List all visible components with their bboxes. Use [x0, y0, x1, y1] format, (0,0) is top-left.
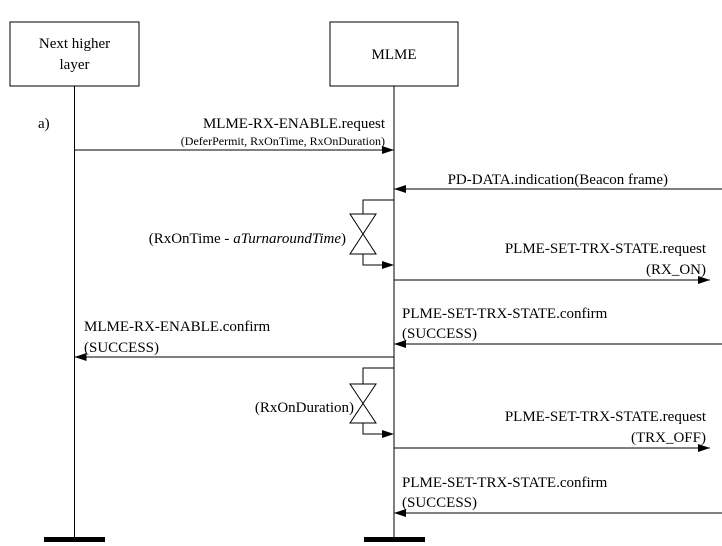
- rx-enable-request-params: (DeferPermit, RxOnTime, RxOnDuration): [181, 134, 385, 148]
- step-marker: a): [38, 116, 50, 132]
- rx-enable-confirm-message: MLME-RX-ENABLE.confirm (SUCCESS): [74, 319, 394, 361]
- plme-set-confirm-1-label: PLME-SET-TRX-STATE.confirm: [402, 306, 608, 322]
- timer1-label: (RxOnTime - aTurnaroundTime): [149, 231, 346, 247]
- rx-enable-confirm-label: MLME-RX-ENABLE.confirm: [84, 319, 271, 335]
- timer1-end-bracket: [362, 254, 390, 266]
- plme-set-confirm-2-message: PLME-SET-TRX-STATE.confirm (SUCCESS): [394, 475, 722, 517]
- plme-set-confirm-1-message: PLME-SET-TRX-STATE.confirm (SUCCESS): [394, 306, 722, 348]
- next-higher-layer-lifeline-end: [44, 537, 105, 542]
- plme-set-request-trx-off-message: PLME-SET-TRX-STATE.request (TRX_OFF): [394, 409, 710, 452]
- plme-set-confirm-1-params: (SUCCESS): [402, 326, 477, 342]
- pd-data-indication-message: PD-DATA.indication(Beacon frame): [394, 172, 722, 193]
- plme-set-request-1-label: PLME-SET-TRX-STATE.request: [505, 241, 707, 257]
- timer1-end-arrowhead: [382, 261, 394, 269]
- plme-set-request-1-params: (RX_ON): [646, 262, 706, 278]
- hourglass-icon: [349, 383, 377, 424]
- rx-enable-request-label: MLME-RX-ENABLE.request: [203, 116, 386, 132]
- next-higher-layer-entity: Next higher layer: [9, 21, 140, 87]
- mlme-box: [329, 21, 459, 87]
- pd-data-indication-label: PD-DATA.indication(Beacon frame): [448, 172, 668, 188]
- rx-enable-request-message: MLME-RX-ENABLE.request (DeferPermit, RxO…: [74, 116, 394, 154]
- next-higher-layer-label-line2: layer: [60, 57, 90, 73]
- rx-on-duration-timer: (RxOnDuration): [255, 367, 394, 438]
- hourglass-icon: [349, 213, 377, 255]
- plme-set-request-2-params: (TRX_OFF): [631, 430, 706, 446]
- plme-set-confirm-2-params: (SUCCESS): [402, 495, 477, 511]
- timer1-start-bracket: [362, 199, 394, 214]
- plme-set-request-rx-on-message: PLME-SET-TRX-STATE.request (RX_ON): [394, 241, 710, 284]
- plme-set-request-2-label: PLME-SET-TRX-STATE.request: [505, 409, 707, 425]
- mlme-entity: MLME: [329, 21, 459, 87]
- next-higher-layer-label-line1: Next higher: [39, 36, 110, 52]
- rx-on-time-timer: (RxOnTime - aTurnaroundTime): [149, 199, 394, 269]
- plme-set-confirm-2-label: PLME-SET-TRX-STATE.confirm: [402, 475, 608, 491]
- next-higher-layer-box: [9, 21, 140, 87]
- timer2-end-arrowhead: [382, 430, 394, 438]
- timer2-end-bracket: [362, 423, 390, 435]
- rx-enable-confirm-params: (SUCCESS): [84, 340, 159, 356]
- timer2-label: (RxOnDuration): [255, 400, 354, 416]
- mlme-lifeline-end: [364, 537, 425, 542]
- timer2-start-bracket: [362, 367, 394, 384]
- mlme-label: MLME: [372, 47, 417, 63]
